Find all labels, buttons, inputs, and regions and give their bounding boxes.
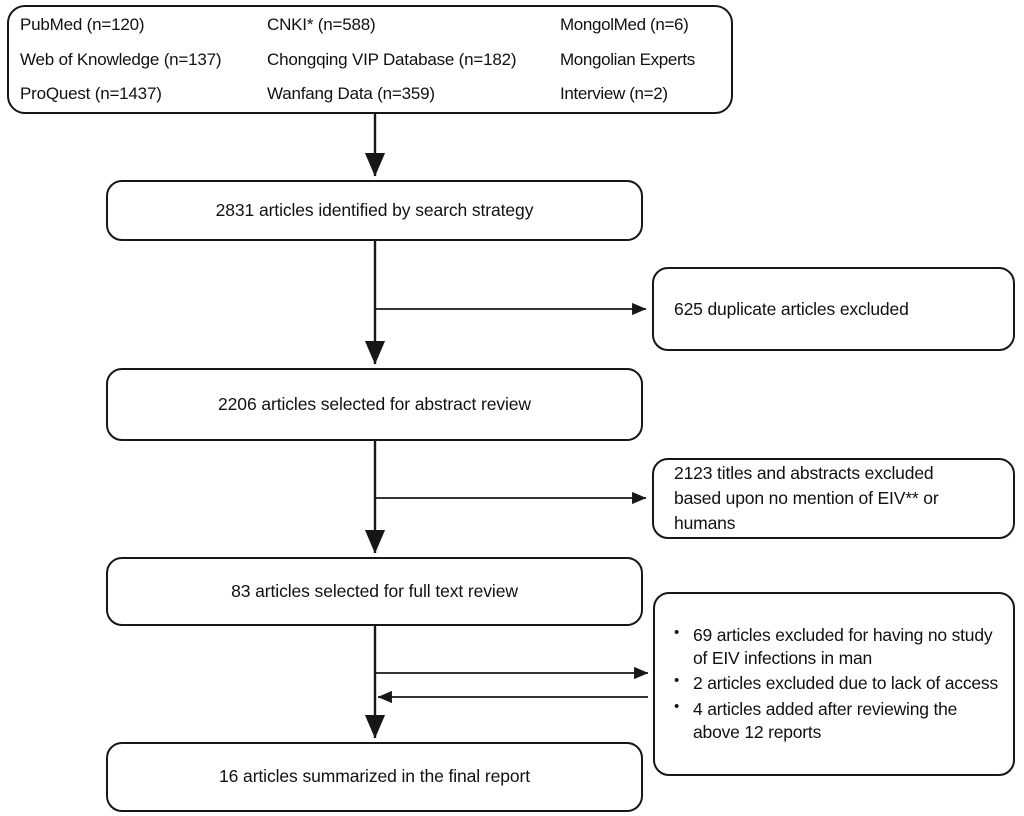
sources-box: PubMed (n=120) Web of Knowledge (n=137) … [7, 5, 733, 114]
source-entry: Web of Knowledge (n=137) [20, 49, 222, 69]
exclusion-label: 625 duplicate articles excluded [674, 298, 909, 319]
exclusion-label-block: 2123 titles and abstracts excluded based… [674, 461, 939, 536]
step-box-final-report: 16 articles summarized in the final repo… [106, 742, 643, 812]
exclusion-box-duplicates: 625 duplicate articles excluded [652, 267, 1015, 351]
step-box-abstract-review: 2206 articles selected for abstract revi… [106, 368, 643, 441]
source-entry: Interview (n=2) [560, 84, 668, 104]
source-entry: Chongqing VIP Database (n=182) [267, 49, 517, 69]
step-label: 2831 articles identified by search strat… [215, 199, 534, 220]
list-item: 2 articles excluded due to lack of acces… [665, 671, 1007, 695]
sources-column-mongolian: MongolMed (n=6) Mongolian Experts Interv… [560, 16, 730, 103]
exclusion-line: based upon no mention of EIV** or [674, 488, 939, 509]
sources-column-chinese: CNKI* (n=588) Chongqing VIP Database (n=… [267, 16, 560, 103]
exclusion-box-fulltext-notes: 69 articles excluded for having no study… [653, 592, 1015, 776]
exclusion-line: humans [674, 512, 736, 533]
step-label: 83 articles selected for full text revie… [231, 580, 518, 601]
source-entry: PubMed (n=120) [20, 15, 145, 34]
exclusion-box-abstracts: 2123 titles and abstracts excluded based… [652, 458, 1015, 539]
list-item: 69 articles excluded for having no study… [665, 623, 1007, 671]
step-box-identified: 2831 articles identified by search strat… [106, 180, 643, 241]
step-label: 2206 articles selected for abstract revi… [218, 393, 531, 414]
fulltext-notes-list: 69 articles excluded for having no study… [665, 623, 1007, 745]
sources-column-english: PubMed (n=120) Web of Knowledge (n=137) … [9, 16, 267, 103]
source-entry: MongolMed (n=6) [560, 15, 689, 34]
source-entry: Mongolian Experts [560, 49, 695, 69]
step-label: 16 articles summarized in the final repo… [219, 766, 530, 787]
source-entry: ProQuest (n=1437) [20, 84, 162, 104]
list-item: 4 articles added after reviewing the abo… [665, 697, 1007, 745]
step-box-fulltext-review: 83 articles selected for full text revie… [106, 557, 643, 626]
source-entry: CNKI* (n=588) [267, 15, 376, 34]
source-entry: Wanfang Data (n=359) [267, 84, 435, 104]
exclusion-line: 2123 titles and abstracts excluded [674, 463, 934, 484]
